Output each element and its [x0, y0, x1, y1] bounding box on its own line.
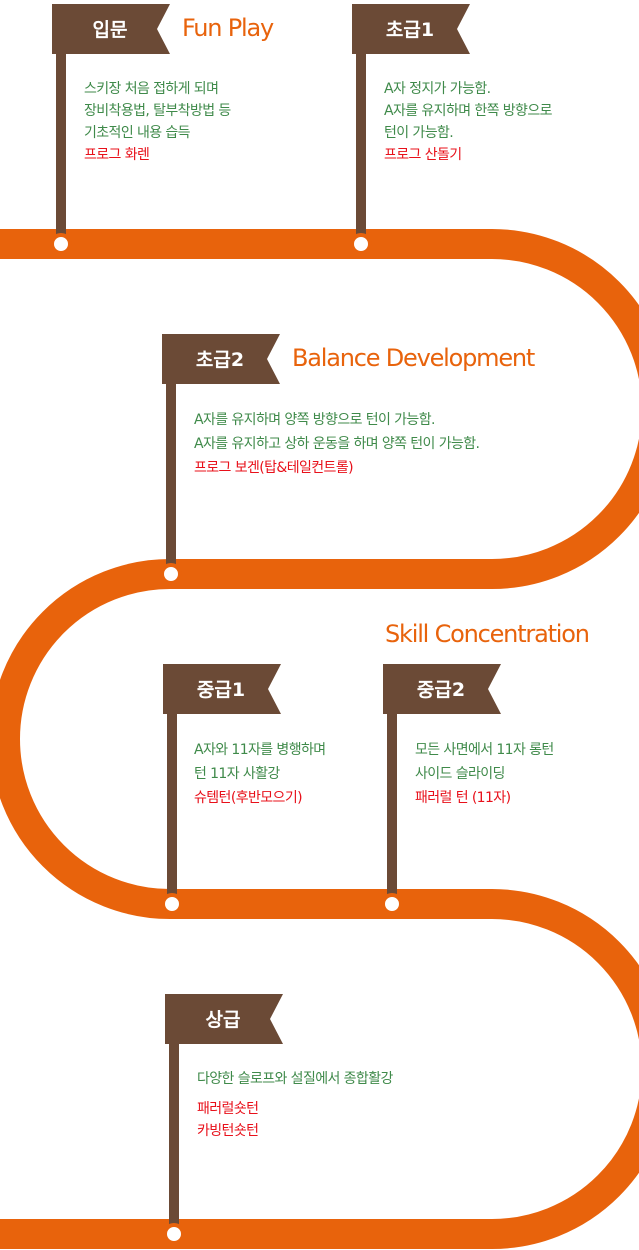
description-line: A자를 유지하며 한쪽 방향으로 — [384, 103, 552, 119]
technique-line: 프로그 화렌 — [84, 147, 150, 163]
stage-flag-beginner: 입문 — [50, 4, 170, 255]
stage-description-advanced: 다양한 슬로프와 설질에서 종합활강 패러럴숏턴 카빙턴숏턴 — [197, 1068, 393, 1142]
flag-label: 중급2 — [417, 679, 465, 701]
technique-line: 패러럴 턴 (11자) — [415, 790, 511, 806]
description-line: A자와 11자를 병행하며 — [194, 742, 326, 758]
stage-description-novice1: A자 정지가 가능함. A자를 유지하며 한쪽 방향으로 턴이 가능함. 프로그… — [384, 78, 552, 166]
description-line: 모든 사면에서 11자 롱턴 — [415, 742, 554, 758]
milestone-node — [381, 893, 403, 915]
description-line: 기초적인 내용 습득 — [84, 125, 191, 141]
description-line: 턴이 가능함. — [384, 125, 454, 141]
stage-description-beginner: 스키장 처음 접하게 되며 장비착용법, 탈부착방법 등 기초적인 내용 습득 … — [84, 78, 231, 166]
section-title-balance-development: Balance Development — [292, 344, 535, 372]
flag-label: 상급 — [206, 1009, 241, 1031]
milestone-node — [161, 893, 183, 915]
technique-line: 프로그 산돌기 — [384, 147, 462, 163]
milestone-node — [50, 233, 72, 255]
technique-line: 슈템턴(후반모으기) — [194, 790, 303, 806]
section-title-skill-concentration: Skill Concentration — [385, 620, 590, 648]
stage-flag-intermediate1: 중급1 — [161, 664, 281, 915]
description-line: 다양한 슬로프와 설질에서 종합활강 — [197, 1071, 393, 1087]
milestone-node — [163, 1223, 185, 1245]
description-line: 턴 11자 사활강 — [194, 766, 280, 782]
progress-track — [0, 229, 639, 1249]
stage-description-intermediate1: A자와 11자를 병행하며 턴 11자 사활강 슈템턴(후반모으기) — [194, 738, 326, 810]
technique-line: 패러럴숏턴 — [197, 1101, 259, 1117]
flag-label: 초급1 — [386, 19, 434, 41]
stage-flag-novice1: 초급1 — [350, 4, 470, 255]
stage-description-novice2: A자를 유지하며 양쪽 방향으로 턴이 가능함. A자를 유지하고 상하 운동을… — [194, 408, 480, 480]
description-line: 사이드 슬라이딩 — [415, 766, 505, 782]
stage-description-intermediate2: 모든 사면에서 11자 롱턴 사이드 슬라이딩 패러럴 턴 (11자) — [415, 738, 554, 810]
milestone-node — [160, 563, 182, 585]
flag-label: 중급1 — [197, 679, 245, 701]
stage-flag-intermediate2: 중급2 — [381, 664, 501, 915]
description-line: 스키장 처음 접하게 되며 — [84, 81, 219, 97]
section-title-fun-play: Fun Play — [182, 14, 274, 42]
stage-flag-advanced: 상급 — [163, 994, 283, 1245]
description-line: A자를 유지하고 상하 운동을 하며 양쪽 턴이 가능함. — [194, 436, 480, 452]
technique-line: 카빙턴숏턴 — [197, 1123, 259, 1139]
stage-flag-novice2: 초급2 — [160, 334, 280, 585]
flag-label: 초급2 — [196, 349, 244, 371]
description-line: 장비착용법, 탈부착방법 등 — [84, 103, 231, 119]
milestone-node — [350, 233, 372, 255]
technique-line: 프로그 보겐(탑&테일컨트롤) — [194, 460, 354, 476]
description-line: A자 정지가 가능함. — [384, 81, 491, 97]
description-line: A자를 유지하며 양쪽 방향으로 턴이 가능함. — [194, 412, 435, 428]
flag-label: 입문 — [93, 19, 128, 41]
